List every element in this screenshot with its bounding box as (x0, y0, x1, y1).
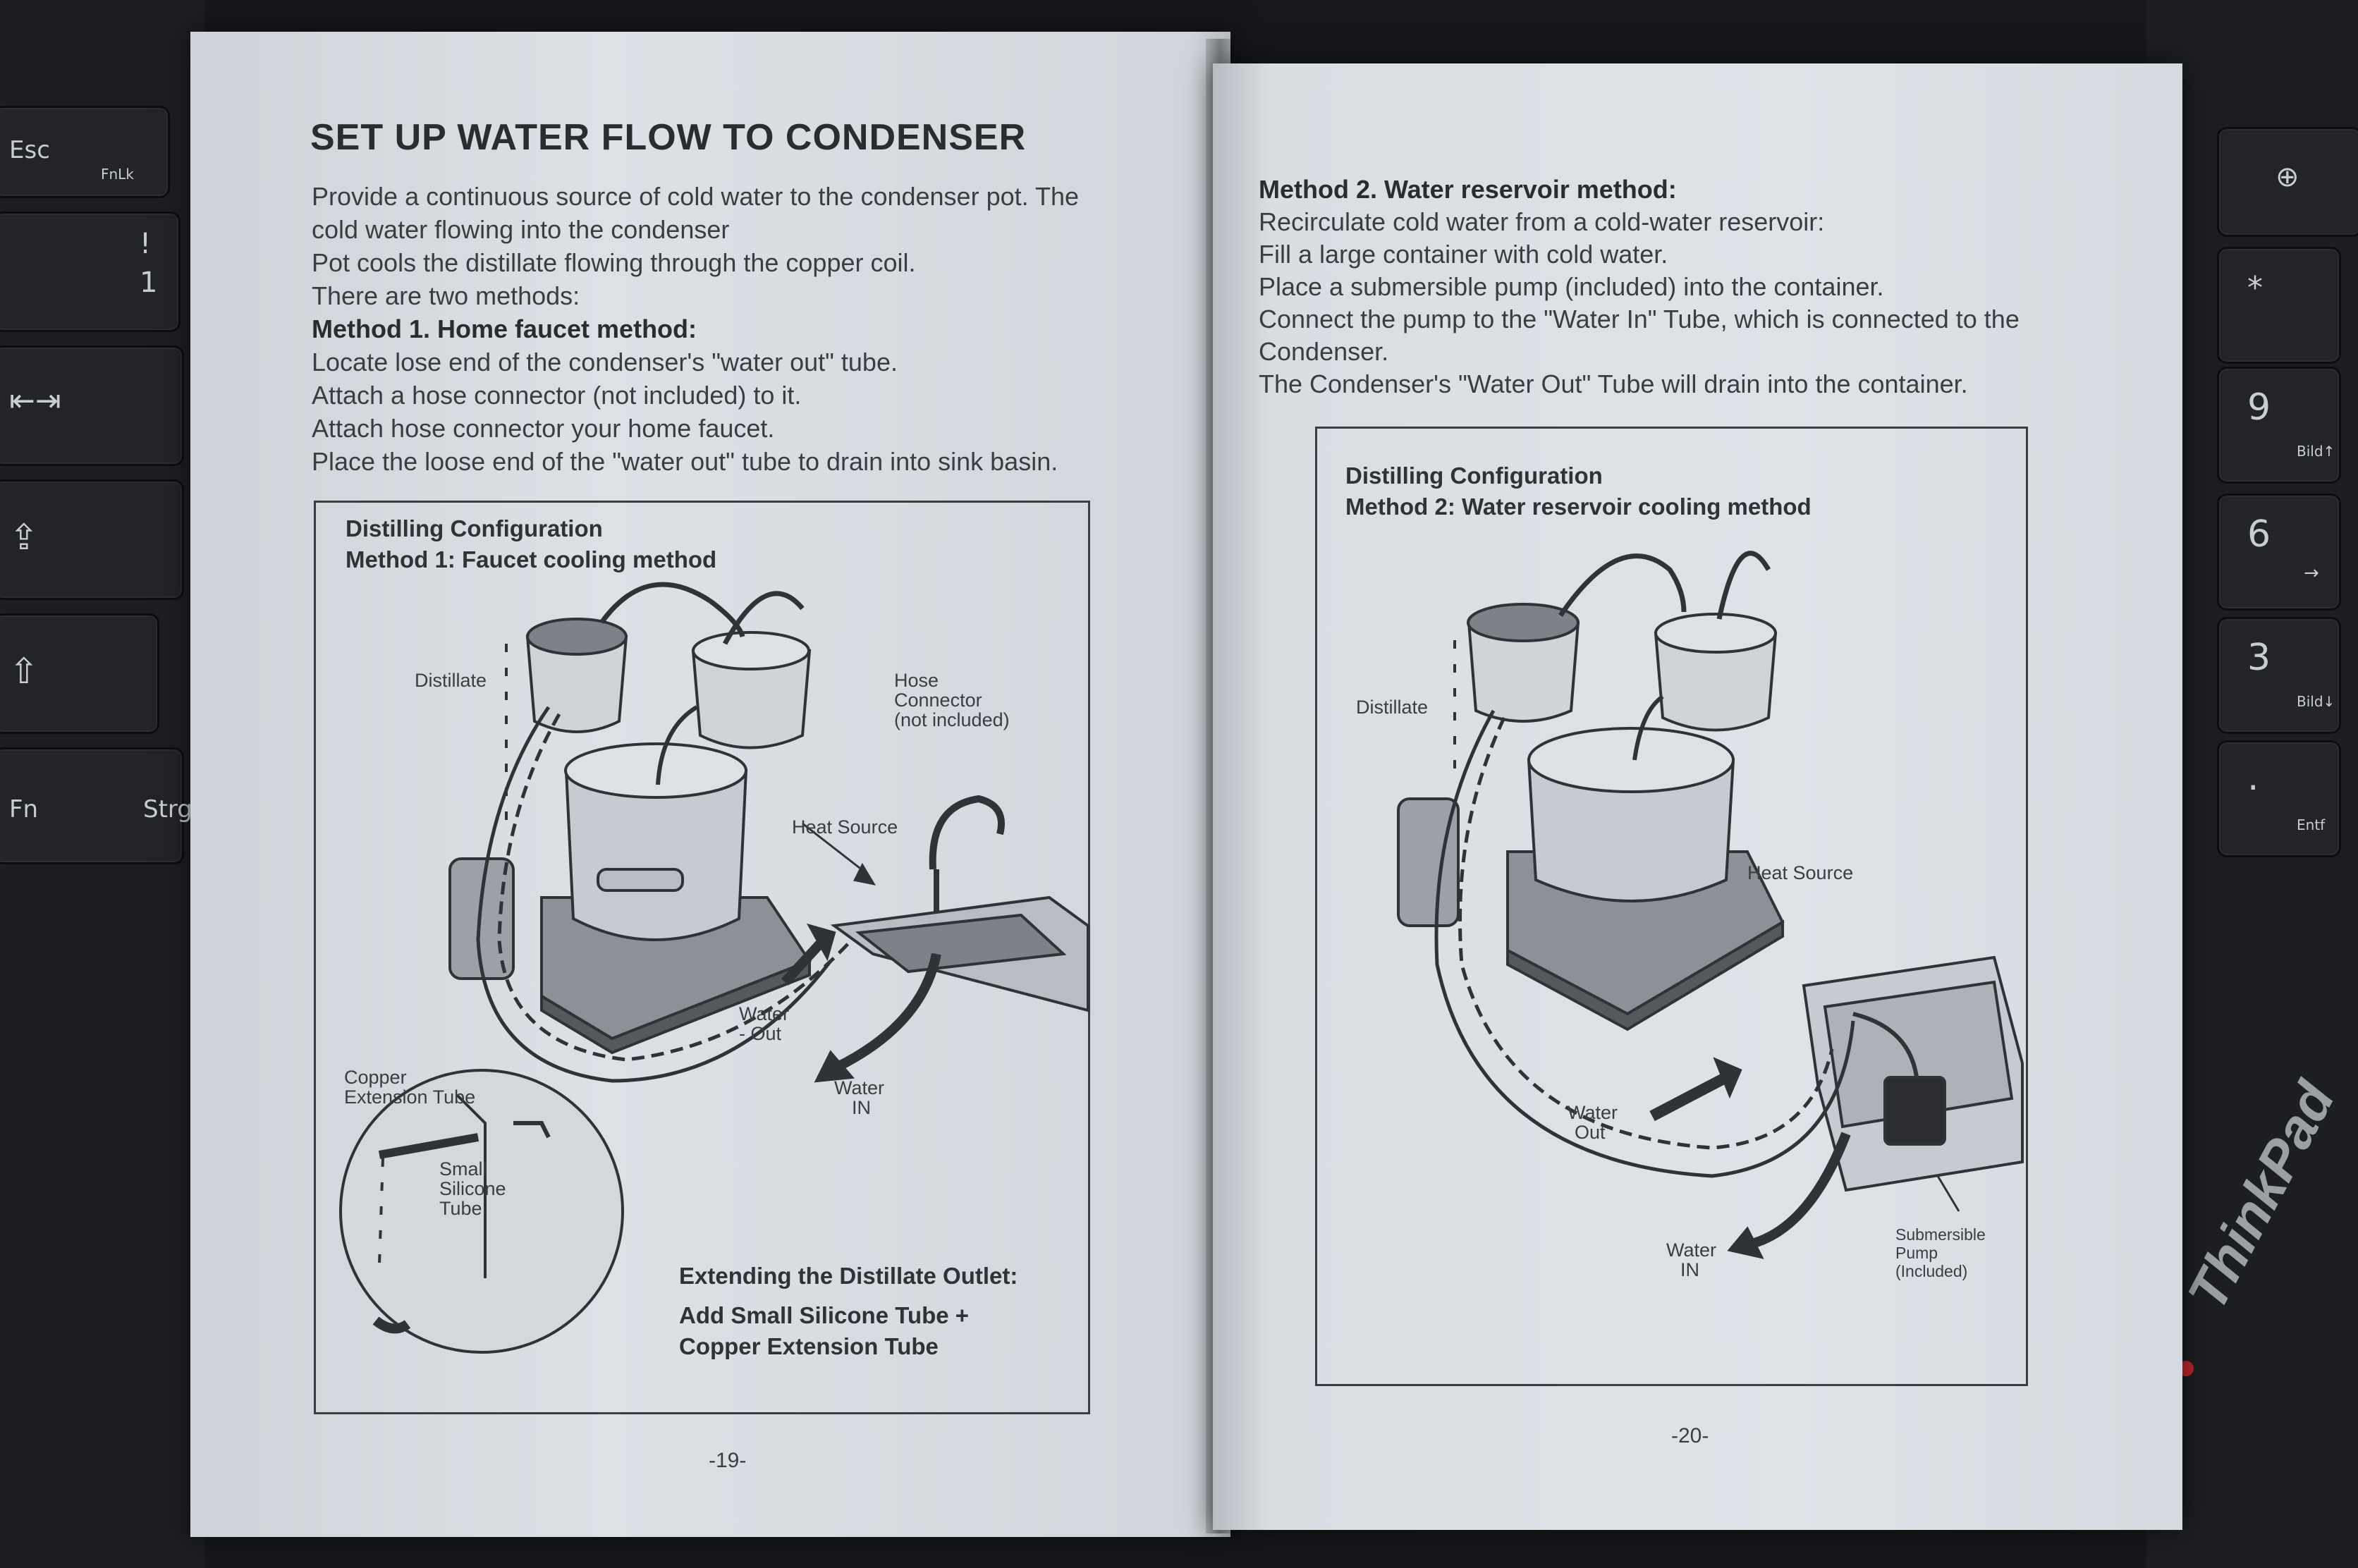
method-2-line-3: Place a submersible pump (included) into… (1259, 272, 1884, 301)
label-pump-2: Pump (1895, 1244, 1938, 1262)
key-9-sub: Bild↑ (2297, 443, 2335, 460)
figure-method-2: Distilling Configuration Method 2: Water… (1315, 427, 2028, 1386)
key-esc[interactable]: Esc FnLk (0, 106, 170, 198)
key-9-label: 9 (2247, 386, 2271, 429)
extend-line-1: Add Small Silicone Tube + (679, 1302, 970, 1328)
key-fn[interactable]: Fn Strg (0, 747, 193, 864)
key-esc-label: Esc (9, 136, 50, 164)
label-water-out-2a: Water (1568, 1102, 1618, 1123)
label-distillate-2: Distillate (1356, 697, 1429, 718)
globe-icon: ⊕ (2275, 161, 2299, 193)
method-1-line-3: Attach hose connector your home faucet. (312, 414, 775, 443)
label-heat-source: Heat Source (792, 816, 898, 838)
label-water-out-2b: Out (1575, 1122, 1606, 1143)
key-shift[interactable]: ⇧ (0, 613, 159, 734)
figure-1-title: Distilling Configuration (346, 515, 603, 541)
label-pump-1: Submersible (1895, 1225, 1986, 1244)
key-globe[interactable]: ⊕ (2217, 127, 2358, 237)
page-number-20: -20- (1671, 1424, 1709, 1447)
label-water-out-2: - Out (739, 1023, 782, 1044)
open-manual: SET UP WATER FLOW TO CONDENSER Provide a… (180, 25, 2189, 1558)
label-water-out-1: Water (739, 1003, 790, 1024)
figure-2-title: Distilling Configuration (1345, 463, 1603, 489)
key-fn-label: Fn (9, 795, 39, 823)
key-6-sub: → (2304, 563, 2319, 584)
label-copper-1: Copper (344, 1067, 407, 1088)
extend-line-2: Copper Extension Tube (679, 1333, 939, 1359)
key-1-label: ! (140, 228, 152, 260)
key-6[interactable]: 6 → (2217, 494, 2341, 611)
thinkpad-logo: ThinkPad (2175, 1072, 2347, 1320)
label-small-1: Small (439, 1158, 487, 1180)
figure-method-1: Distilling Configuration Method 1: Fauce… (314, 501, 1090, 1414)
method-1-heading: Method 1. Home faucet method: (312, 314, 697, 343)
key-1-sub: 1 (140, 267, 158, 299)
key-tab-label: ⇤⇥ (9, 383, 61, 419)
distiller-illustration-1 (339, 582, 1089, 1354)
method-1-line-2: Attach a hose connector (not included) t… (312, 381, 802, 410)
method-1-line-1: Locate lose end of the condenser's "wate… (312, 348, 898, 376)
key-capslock-label: ⇪ (9, 517, 39, 558)
label-copper-2: Extension Tube (344, 1086, 476, 1108)
label-heat-source-2: Heat Source (1747, 862, 1854, 883)
key-1[interactable]: ! 1 (0, 212, 181, 332)
method-2-heading: Method 2. Water reservoir method: (1259, 175, 1677, 204)
key-decimal-sub: Entf (2297, 816, 2326, 833)
label-hose-2: Connector (894, 690, 982, 711)
label-water-in-2: IN (852, 1097, 871, 1118)
label-hose-3: (not included) (894, 709, 1010, 730)
page-title: SET UP WATER FLOW TO CONDENSER (310, 117, 1027, 158)
intro-line-4: There are two methods: (312, 281, 580, 310)
keyboard-left: Esc FnLk ! 1 ⇤⇥ ⇪ ⇧ Fn Strg (0, 0, 204, 1568)
page-20: Method 2. Water reservoir method: Recirc… (1213, 63, 2182, 1530)
label-small-3: Tube (439, 1198, 482, 1219)
label-water-in-2a: Water (1666, 1239, 1717, 1261)
label-water-in-2b: IN (1680, 1259, 1699, 1280)
method-2-line-6: The Condenser's "Water Out" Tube will dr… (1259, 369, 1968, 398)
intro-line-2: cold water flowing into the condenser (312, 215, 730, 244)
key-6-label: 6 (2247, 513, 2271, 556)
label-pump-3: (Included) (1895, 1262, 1968, 1280)
key-3-label: 3 (2247, 637, 2271, 679)
key-tab[interactable]: ⇤⇥ (0, 345, 184, 466)
method-2-line-4: Connect the pump to the "Water In" Tube,… (1259, 305, 2020, 333)
intro-line-1: Provide a continuous source of cold wate… (312, 182, 1079, 211)
key-3[interactable]: 3 Bild↓ (2217, 617, 2341, 734)
intro-line-3: Pot cools the distillate flowing through… (312, 248, 916, 277)
key-multiply[interactable]: * (2217, 247, 2341, 364)
extend-heading: Extending the Distillate Outlet: (679, 1263, 1018, 1289)
figure-2-subtitle: Method 2: Water reservoir cooling method (1345, 494, 1812, 520)
label-hose-1: Hose (894, 670, 939, 691)
key-9[interactable]: 9 Bild↑ (2217, 367, 2341, 484)
key-multiply-label: * (2247, 270, 2263, 306)
method-2-line-1: Recirculate cold water from a cold-water… (1259, 207, 1825, 236)
distiller-illustration-2 (1397, 551, 2024, 1259)
key-esc-sub: FnLk (101, 166, 134, 183)
page-19: SET UP WATER FLOW TO CONDENSER Provide a… (190, 32, 1230, 1537)
label-small-2: Silicone (439, 1178, 506, 1199)
key-decimal-label: . (2247, 757, 2259, 799)
label-water-in-1: Water (834, 1077, 885, 1098)
label-distillate: Distillate (415, 670, 487, 691)
key-shift-label: ⇧ (9, 651, 39, 692)
method-2-line-2: Fill a large container with cold water. (1259, 240, 1668, 269)
key-strg-label: Strg (143, 795, 193, 823)
figure-1-subtitle: Method 1: Faucet cooling method (346, 546, 717, 572)
key-capslock[interactable]: ⇪ (0, 479, 184, 600)
method-1-line-4: Place the loose end of the "water out" t… (312, 447, 1058, 476)
method-2-line-5: Condenser. (1259, 337, 1389, 366)
page-number-19: -19- (709, 1449, 747, 1472)
key-decimal[interactable]: . Entf (2217, 740, 2341, 857)
key-3-sub: Bild↓ (2297, 693, 2335, 710)
